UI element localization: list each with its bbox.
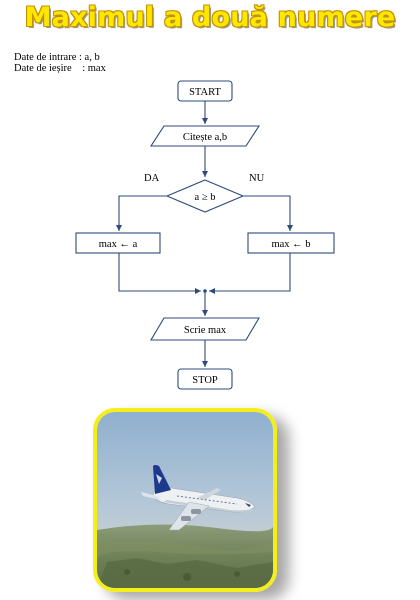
stop-terminal [177, 368, 233, 390]
read-input-shape [149, 125, 261, 147]
start-label: START [189, 87, 221, 98]
condition-diamond [165, 179, 245, 213]
flowchart: START Citește a,b a ≥ b DA NU max ← a ma… [75, 80, 335, 390]
arrow-no-merge [209, 253, 291, 294]
airplane-photo [93, 408, 277, 592]
yes-process-box [75, 232, 161, 254]
page-title: Maximul a două numere [24, 2, 396, 33]
read-input-label: Citește a,b [183, 132, 227, 143]
arrow-yes-merge [118, 253, 201, 294]
write-output-label: Scrie max [184, 325, 227, 336]
yes-label: DA [144, 173, 160, 184]
input-data-line: Date de intrare : a, b [14, 52, 100, 63]
arrow-condition-yes [116, 195, 167, 231]
no-process-label: max ← b [271, 239, 310, 250]
no-label: NU [249, 173, 265, 184]
no-process-box [247, 232, 335, 254]
stop-label: STOP [192, 375, 218, 386]
condition-label: a ≥ b [195, 192, 216, 203]
write-output-shape [150, 317, 260, 341]
airplane-illustration [97, 412, 273, 588]
yes-process-label: max ← a [99, 239, 138, 250]
output-data-line: Date de ieșire : max [14, 63, 106, 74]
airplane [141, 465, 256, 531]
arrow-condition-no [243, 195, 293, 231]
